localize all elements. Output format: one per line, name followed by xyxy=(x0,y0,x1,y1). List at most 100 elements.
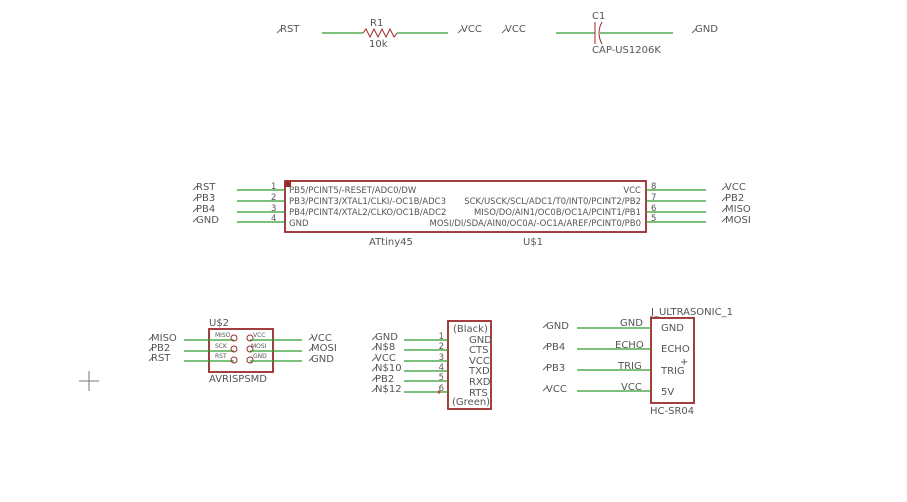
ftdi-net-vcc: VCC xyxy=(375,353,396,364)
mcu-pin-1: RST 1 PB5/PCINT5/-RESET/ADC0/DW xyxy=(192,182,417,196)
sonar-pin-name-gnd: GND xyxy=(661,323,684,334)
isp-pin-gnd: GND xyxy=(253,353,267,360)
ftdi-net-n8: N$8 xyxy=(375,342,395,353)
ftdi-net-n10: N$10 xyxy=(375,363,402,374)
ftdi-pin-1: GND 1 GND xyxy=(371,332,492,346)
r1-value: 10k xyxy=(369,39,388,50)
isp-pad-4 xyxy=(246,345,254,353)
sonar-wire-label-trig: TRIG xyxy=(617,361,642,372)
ftdi-pin-5: PB2 5 RXD xyxy=(371,373,491,388)
net-label-pb3: PB3 xyxy=(196,193,215,204)
pin-name-1: PB5/PCINT5/-RESET/ADC0/DW xyxy=(289,186,417,196)
net-label-pb4: PB4 xyxy=(196,204,215,215)
net-label-vcc: VCC xyxy=(725,182,746,193)
ftdi-pin-name-rxd: RXD xyxy=(469,377,491,388)
sonar-net-pb3: PB3 xyxy=(546,363,565,374)
isp-net-gnd: GND xyxy=(311,354,334,365)
sonar-pin-echo: PB4 ECHO ECHO xyxy=(542,340,690,355)
sonar-plus-sign: + xyxy=(680,357,688,368)
ftdi-pin-number-2: 2 xyxy=(439,342,444,352)
mcu-pin-3: PB4 3 PB4/PCINT4/XTAL2/CLKO/OC1B/ADC2 xyxy=(192,204,446,218)
net-label-vcc-c1: VCC xyxy=(505,24,526,35)
mcu-pin-7: SCK/USCK/SCL/ADC1/T0/INT0/PCINT2/PB2 7 P… xyxy=(464,193,744,207)
sonar-net-vcc: VCC xyxy=(546,384,567,395)
pin-number-7: 7 xyxy=(651,193,656,203)
capacitor-c1-plate-right xyxy=(598,21,603,45)
net-label-miso: MISO xyxy=(725,204,751,215)
mcu-pin-8: VCC 8 VCC xyxy=(623,182,746,196)
isp-pad-2 xyxy=(246,334,254,342)
net-label-vcc-r1: VCC xyxy=(461,24,482,35)
c1-name: C1 xyxy=(592,11,605,22)
ftdi-bottom-label: (Green) xyxy=(452,397,490,408)
isp-pad-5 xyxy=(230,356,238,364)
mcu-pin-5: MOSI/DI/SDA/AIN0/OC0A/-OC1A/AREF/PCINT0/… xyxy=(430,214,751,229)
isp-net-rst: RST xyxy=(151,353,171,364)
sonar-pin-name-echo: ECHO xyxy=(661,344,690,355)
isp-pin-mosi: MOSI xyxy=(251,343,267,350)
pin-name-7: SCK/USCK/SCL/ADC1/T0/INT0/PCINT2/PB2 xyxy=(464,197,641,207)
isp-net-mosi: MOSI xyxy=(311,343,337,354)
isp-pad-6 xyxy=(246,356,254,364)
ftdi-pin-name-vcc: VCC xyxy=(469,356,490,367)
sonar-part-name: HC-SR04 xyxy=(650,406,694,417)
sonar-wire-label-echo: ECHO xyxy=(615,340,644,351)
c1-value: CAP-US1206K xyxy=(592,45,661,56)
net-label-rst-r1: RST xyxy=(280,24,300,35)
net-label-rst: RST xyxy=(196,182,216,193)
ftdi-pin-2: N$8 2 CTS xyxy=(371,342,488,356)
sonar-pin-name-5v: 5V xyxy=(661,387,674,398)
isp-net-pb2: PB2 xyxy=(151,343,170,354)
avrisp-header-symbol: U$2 MISO PB2 RST MISO SCK RST VCC MOSI G… xyxy=(148,318,337,385)
isp-reference: U$2 xyxy=(209,318,229,329)
isp-pin-vcc: VCC xyxy=(253,332,265,339)
pin-name-6: MISO/DO/AIN1/OC0B/OC1A/PCINT1/PB1 xyxy=(474,208,641,218)
pin-name-8: VCC xyxy=(623,186,641,196)
isp-pad-3 xyxy=(230,345,238,353)
net-label-mosi: MOSI xyxy=(725,215,751,226)
ftdi-pin-name-gnd: GND xyxy=(469,335,492,346)
mcu-reference: U$1 xyxy=(523,237,543,248)
ftdi-pin-number-4: 4 xyxy=(439,363,444,373)
sonar-pin-trig: PB3 TRIG TRIG xyxy=(542,361,685,377)
sonar-reference: J_ULTRASONIC_1 xyxy=(650,307,733,318)
ftdi-pin-name-txd: TXD xyxy=(468,366,490,377)
pin-number-6: 6 xyxy=(651,204,656,214)
hc-sr04-symbol: J_ULTRASONIC_1 GND GND GND PB4 ECHO ECHO… xyxy=(542,307,733,417)
ftdi-net-n12: N$12 xyxy=(375,384,402,395)
ftdi-pin-name-cts: CTS xyxy=(469,345,488,356)
attiny45-symbol: RST 1 PB5/PCINT5/-RESET/ADC0/DW PB3 2 PB… xyxy=(192,180,751,248)
isp-pin-sck: SCK xyxy=(215,343,228,350)
sonar-pin-name-trig: TRIG xyxy=(660,366,685,377)
isp-pad-1 xyxy=(230,334,238,342)
pin-number-4: 4 xyxy=(271,214,276,224)
c1-circuit: VCC C1 CAP-US1206K GND xyxy=(501,11,718,56)
sonar-wire-label-gnd: GND xyxy=(620,318,643,329)
pin-number-3: 3 xyxy=(271,204,276,214)
ftdi-pin-number-1: 1 xyxy=(439,332,444,342)
sonar-net-pb4: PB4 xyxy=(546,342,565,353)
mcu-pin-2: PB3 2 PB3/PCINT3/XTAL1/CLKI/-OC1B/ADC3 xyxy=(192,193,446,207)
cursor-crosshair-icon xyxy=(79,371,99,391)
isp-pin-rst: RST xyxy=(215,353,227,360)
ftdi-pin-number-3: 3 xyxy=(439,353,444,363)
mcu-part-name: ATtiny45 xyxy=(369,237,413,248)
ftdi-pin-3: VCC 3 VCC xyxy=(371,353,490,367)
ftdi-pin-name-rts: RTS xyxy=(469,388,488,399)
pin-name-4: GND xyxy=(289,219,309,229)
isp-net-vcc: VCC xyxy=(311,333,332,344)
pin-number-5: 5 xyxy=(651,214,656,224)
mcu-pin-4: GND 4 GND xyxy=(192,214,309,229)
ftdi-net-gnd: GND xyxy=(375,332,398,343)
net-label-pb2: PB2 xyxy=(725,193,744,204)
mcu-pin-6: MISO/DO/AIN1/OC0B/OC1A/PCINT1/PB1 6 MISO xyxy=(474,204,751,218)
sonar-wire-label-vcc: VCC xyxy=(621,382,642,393)
r1-circuit: RST R1 10k VCC xyxy=(276,18,482,50)
net-label-gnd: GND xyxy=(196,215,219,226)
pin-number-2: 2 xyxy=(271,193,276,203)
sonar-pin-5v: VCC VCC 5V xyxy=(542,382,674,398)
resistor-r1-symbol xyxy=(362,27,398,39)
sonar-pin-gnd: GND GND GND xyxy=(542,318,684,334)
ftdi-pin-4: N$10 4 TXD xyxy=(371,363,490,377)
isp-pin-miso: MISO xyxy=(215,332,231,339)
